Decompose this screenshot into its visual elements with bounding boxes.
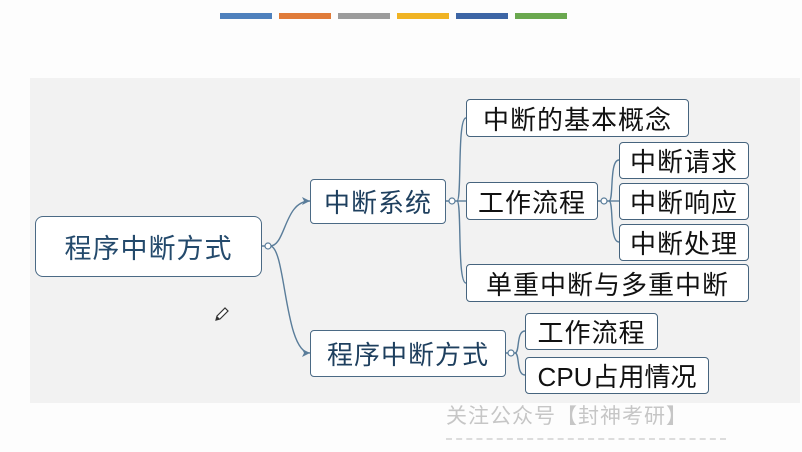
connector-workflow-to-handling [608, 200, 620, 243]
stripe-navy [456, 13, 508, 19]
basic-concept-node[interactable]: 中断的基本概念 [466, 99, 689, 137]
stripe-green [515, 13, 567, 19]
top-color-stripes [220, 13, 574, 19]
pencil-cursor-icon [215, 307, 229, 321]
stripe-yellow [397, 13, 449, 19]
connector-workflow-to-request [598, 159, 620, 202]
connector-knob-root [264, 242, 272, 250]
program-workflow-node[interactable]: 工作流程 [525, 313, 658, 350]
interrupt-handling-node[interactable]: 中断处理 [619, 224, 749, 261]
connector-program-to-workflow [506, 330, 526, 354]
arrowhead-interrupt-system [302, 197, 310, 205]
connector-program-to-cpu [514, 352, 526, 376]
program-interrupt-node[interactable]: 程序中断方式 [310, 330, 506, 377]
interrupt-request-node[interactable]: 中断请求 [619, 142, 749, 179]
cpu-usage-node[interactable]: CPU占用情况 [525, 357, 709, 394]
connector-system-to-basic-concept [446, 117, 467, 202]
stripe-blue [220, 13, 272, 19]
connector-system-to-single-multi [456, 200, 467, 284]
connector-root-to-interrupt-system [262, 200, 311, 247]
connector-knob-workflow [600, 197, 608, 205]
workflow-node[interactable]: 工作流程 [466, 182, 598, 220]
stripe-gray [338, 13, 390, 19]
watermark-text: 关注公众号【封神考研】 [446, 404, 688, 428]
interrupt-response-node[interactable]: 中断响应 [619, 183, 749, 220]
connector-knob-system [448, 197, 456, 205]
watermark-underline [446, 438, 726, 440]
interrupt-system-node[interactable]: 中断系统 [310, 179, 446, 224]
stripe-orange [279, 13, 331, 19]
root-node[interactable]: 程序中断方式 [35, 216, 262, 277]
connector-root-to-program-interrupt [269, 245, 311, 354]
arrowhead-program-interrupt [302, 349, 310, 357]
single-multi-interrupt-node[interactable]: 单重中断与多重中断 [466, 264, 749, 302]
connector-knob-program [507, 349, 515, 357]
